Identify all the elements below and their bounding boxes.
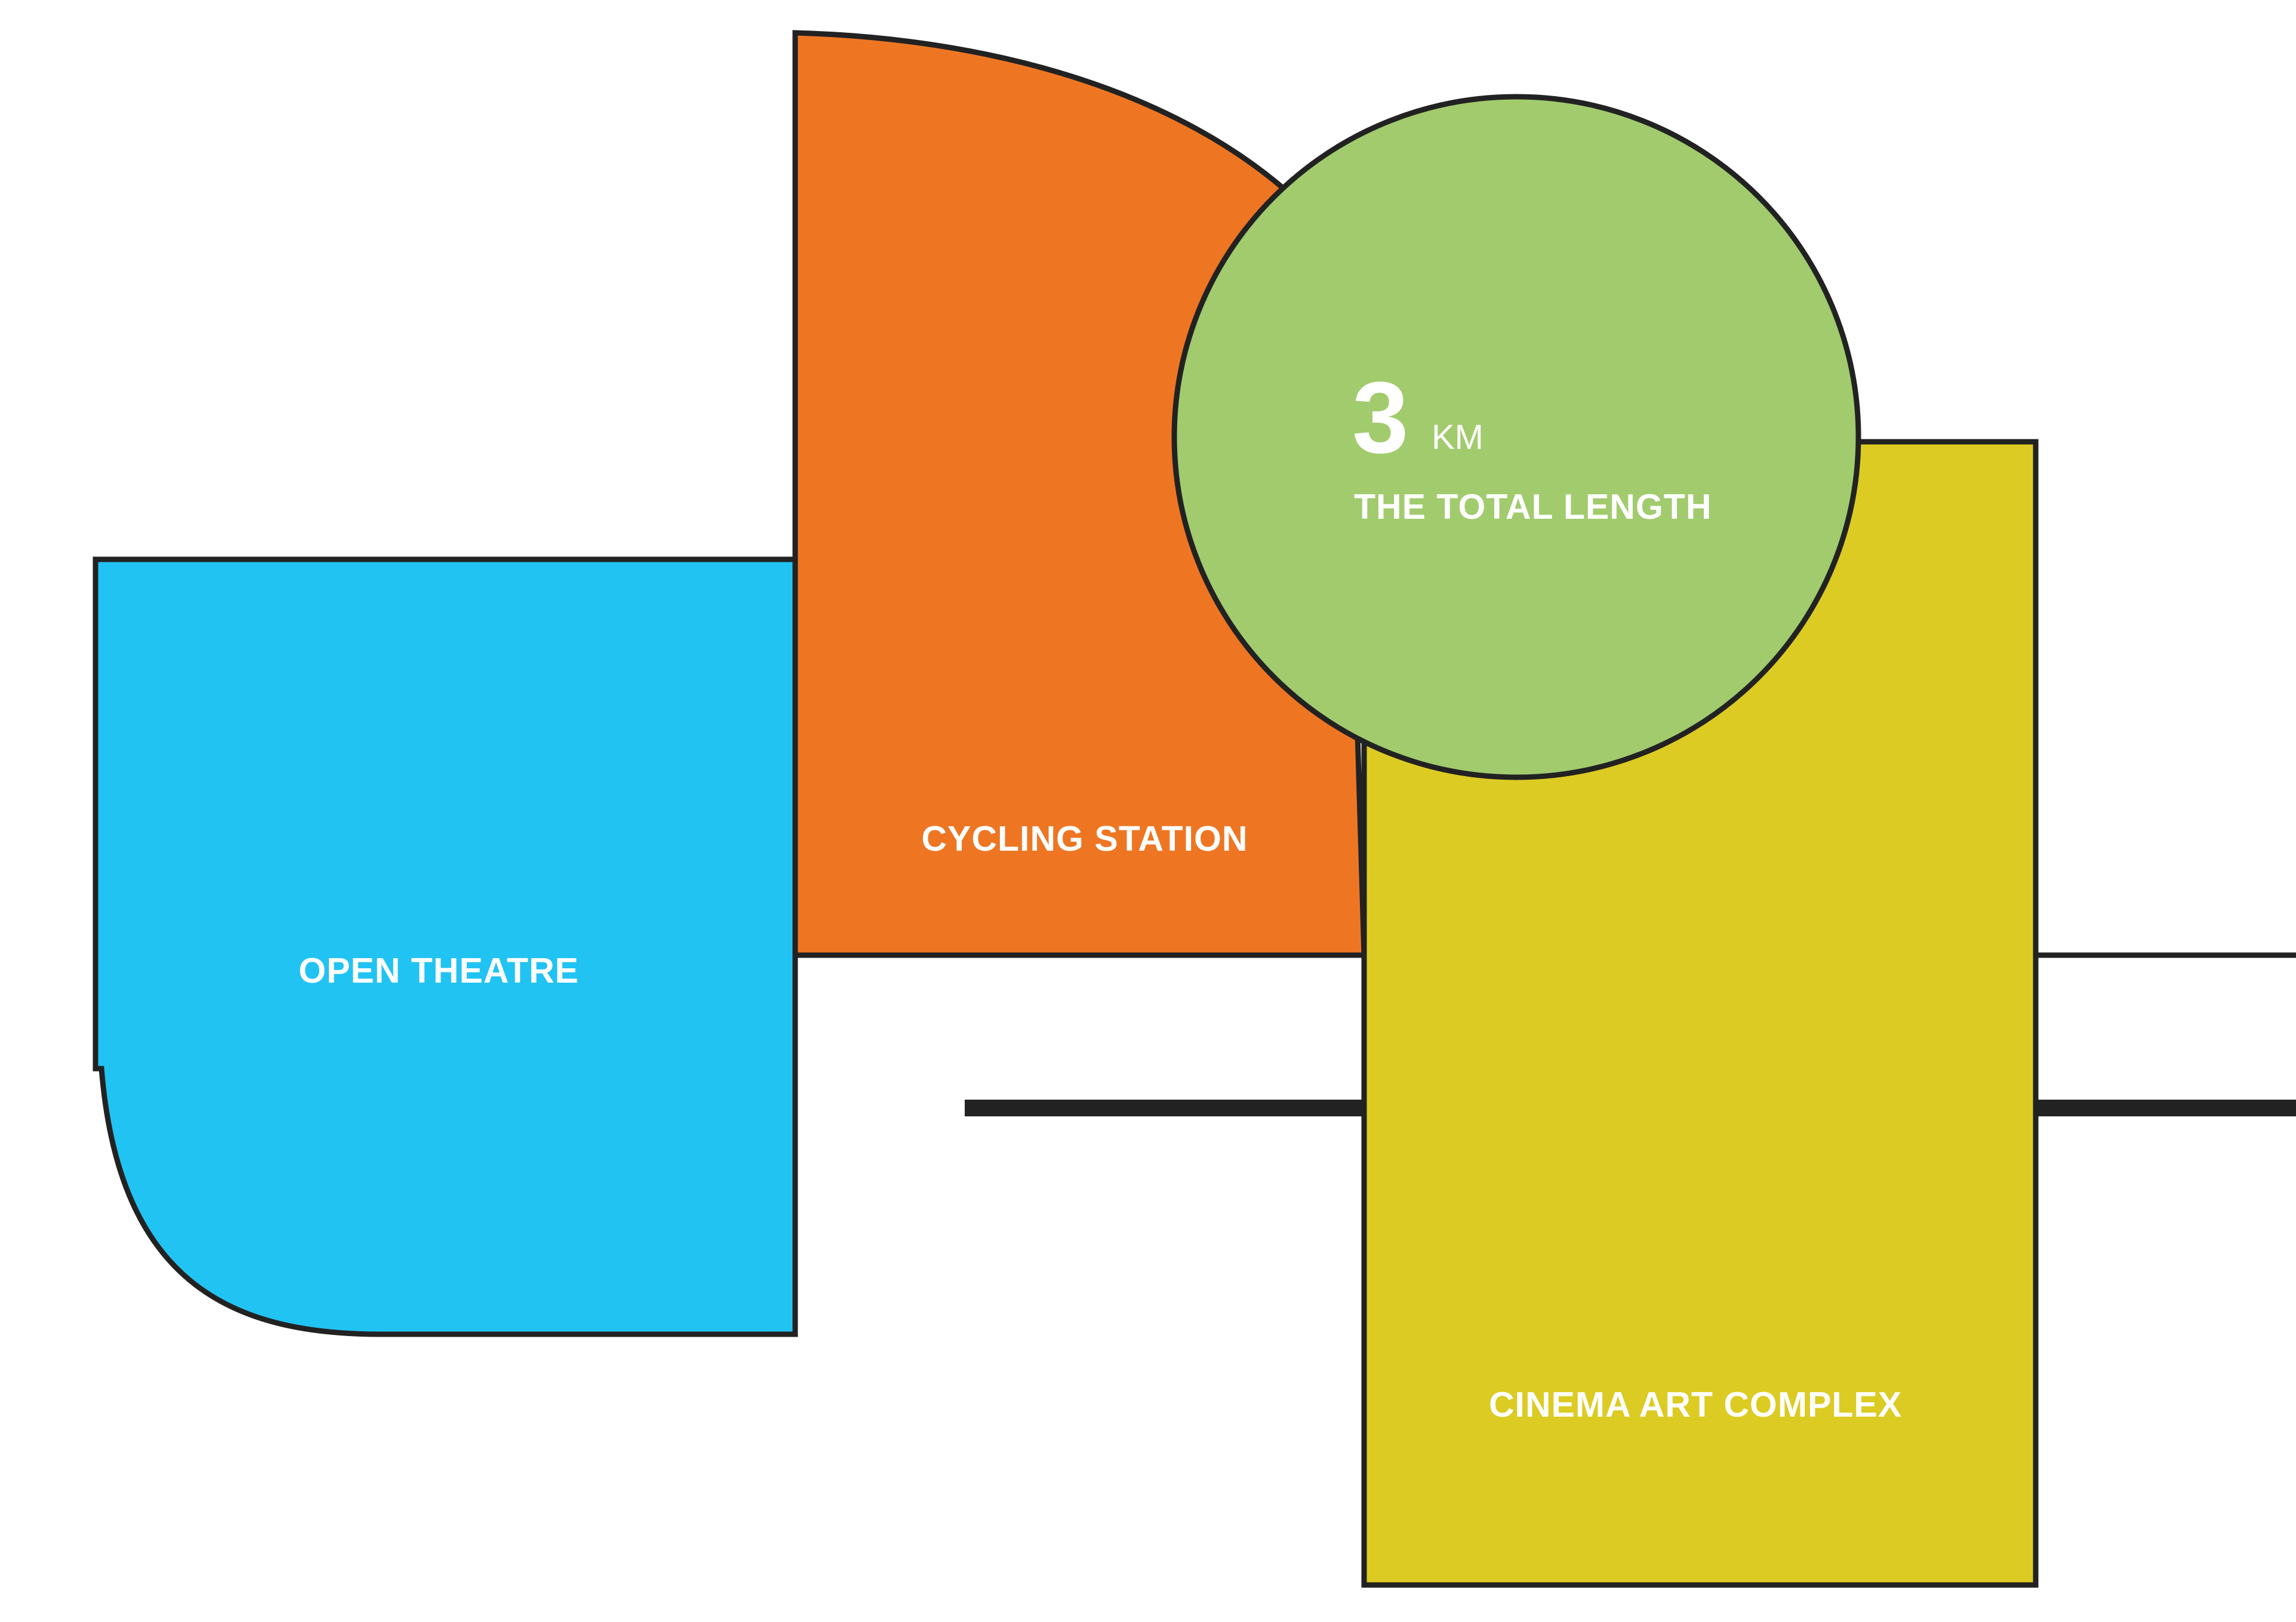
total-length-circle: 3 KM THE TOTAL LENGTH — [1171, 94, 1861, 780]
total-length-value: 3 — [1352, 361, 1409, 475]
total-length-caption: THE TOTAL LENGTH — [1354, 487, 1712, 527]
open-theatre-zone[interactable]: OPEN THEATRE — [93, 556, 798, 1337]
total-length-unit: KM — [1432, 418, 1484, 457]
cinema-art-complex-label: CINEMA ART COMPLEX — [1489, 1385, 1902, 1424]
total-length-circle-shape — [1171, 94, 1861, 780]
cycling-station-label: CYCLING STATION — [921, 819, 1248, 858]
open-theatre-label: OPEN THEATRE — [298, 951, 579, 990]
open-theatre-shape[interactable] — [93, 556, 798, 1337]
